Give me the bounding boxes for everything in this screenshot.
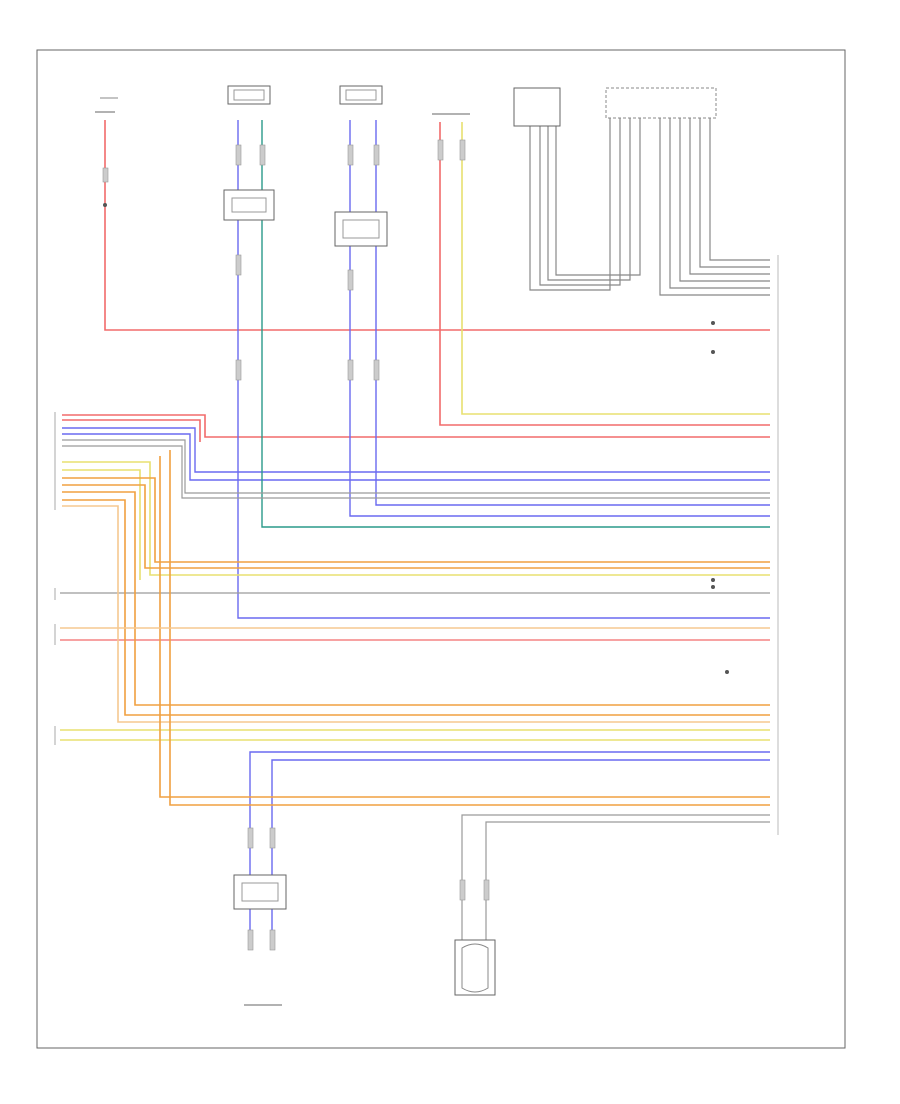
wire-yellow-1	[461, 122, 770, 415]
left-front-tweeter	[95, 97, 118, 113]
left-speaker-array	[513, 87, 561, 127]
wire-blue-7	[271, 759, 770, 945]
left-rear-door-speaker	[233, 874, 287, 910]
wire-orange-1	[62, 477, 770, 563]
wire-orange-7	[169, 450, 770, 806]
wire-array-l3	[547, 118, 631, 281]
wire-orange-5	[62, 505, 770, 723]
wire-blue-6	[249, 751, 770, 945]
wire-array-l	[529, 118, 611, 291]
wire-array-l4	[555, 118, 641, 276]
right-speaker-array	[605, 87, 717, 119]
yellow-wires	[60, 122, 770, 741]
wire-yellow-2	[62, 461, 770, 576]
wire-blue-2	[62, 433, 770, 481]
wire-orange-3	[62, 491, 770, 706]
wire-array-r4	[689, 118, 770, 275]
wire-array-r2	[669, 118, 770, 289]
wire-gray-4	[461, 814, 770, 945]
wire-blue-1	[62, 427, 770, 473]
wire-red-center	[439, 122, 770, 426]
orange-wires	[60, 450, 770, 806]
wire-array-r5	[699, 118, 770, 268]
right-front-door-speaker	[223, 189, 275, 221]
gray-wires	[60, 118, 770, 945]
wire-connector-marks	[102, 139, 490, 951]
wire-array-r3	[679, 118, 770, 282]
wire-blue-4	[349, 120, 770, 517]
wire-orange-2	[62, 484, 770, 569]
wire-yellow-5	[62, 469, 141, 580]
wire-orange-6	[159, 456, 770, 798]
right-front-tweeter	[227, 85, 271, 105]
wire-gray-5	[485, 821, 770, 945]
right-rear-tweeter	[339, 85, 383, 105]
subwoofer	[454, 939, 496, 996]
wire-blue-3	[237, 120, 770, 619]
wire-red-left	[62, 414, 770, 438]
wire-orange-4	[62, 499, 770, 716]
wire-blue-5	[375, 120, 770, 506]
wire-red-top	[104, 120, 770, 331]
wire-red-left-b	[62, 419, 201, 442]
wire-gray-1	[62, 439, 770, 494]
wire-array-r6	[709, 118, 770, 261]
splice-points	[103, 203, 729, 674]
wire-gray-2	[62, 445, 770, 499]
blue-wires	[62, 120, 770, 945]
diagram-frame	[36, 49, 846, 1049]
wire-teal	[261, 120, 770, 528]
wire-array-l2	[539, 118, 621, 286]
wire-array-r1	[659, 118, 770, 296]
right-rear-door-speaker	[334, 211, 388, 247]
red-wires	[62, 120, 770, 442]
